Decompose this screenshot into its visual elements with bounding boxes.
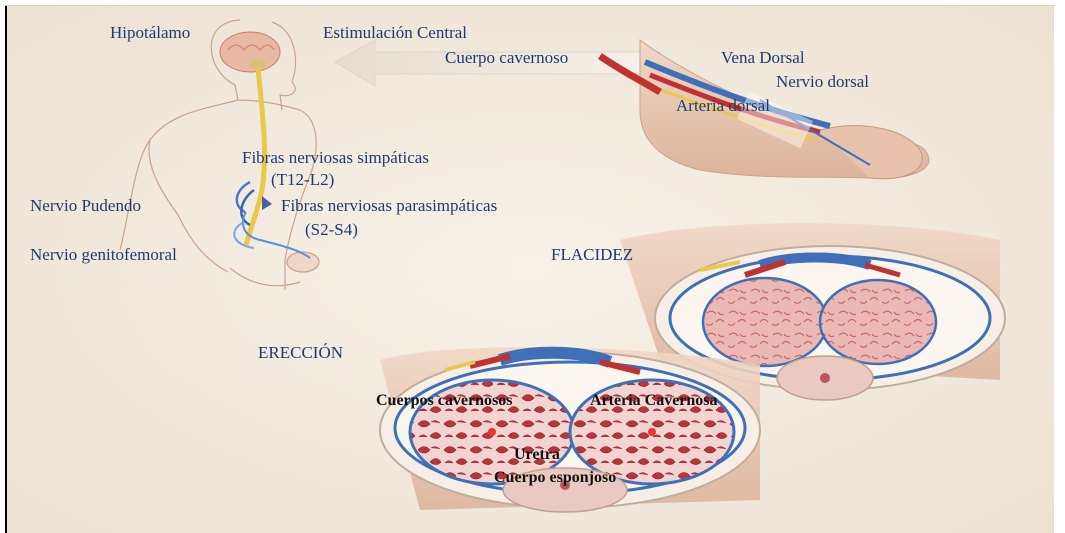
label-arteria-cavernosa: Arteria Cavernosa bbox=[590, 391, 718, 411]
frame-left-line bbox=[5, 5, 7, 533]
label-nervio-pudendo: Nervio Pudendo bbox=[30, 196, 141, 216]
label-t12-l2: (T12-L2) bbox=[271, 170, 334, 190]
label-fibras-simpaticas: Fibras nerviosas simpáticas bbox=[242, 148, 429, 168]
label-ereccion: ERECCIÓN bbox=[258, 343, 343, 363]
label-nervio-genitofemoral: Nervio genitofemoral bbox=[30, 245, 177, 265]
label-vena-dorsal: Vena Dorsal bbox=[721, 48, 805, 68]
label-s2-s4: (S2-S4) bbox=[305, 220, 358, 240]
label-flacidez: FLACIDEZ bbox=[551, 245, 633, 265]
label-estimulacion-central: Estimulación Central bbox=[323, 23, 467, 43]
label-hipotalamo: Hipotálamo bbox=[110, 23, 190, 43]
label-arteria-dorsal: Arteria dorsal bbox=[676, 96, 770, 116]
label-fibras-parasimpaticas: Fibras nerviosas parasimpáticas bbox=[281, 196, 497, 216]
label-uretra: Uretra bbox=[514, 445, 560, 465]
label-cuerpos-cavernosos: Cuerpos cavernosos bbox=[376, 391, 512, 411]
label-cuerpo-esponjoso: Cuerpo esponjoso bbox=[494, 468, 616, 488]
brain-icon bbox=[220, 32, 280, 72]
label-cuerpo-cavernoso: Cuerpo cavernoso bbox=[445, 48, 568, 68]
frame-top-line bbox=[5, 5, 1055, 6]
label-nervio-dorsal: Nervio dorsal bbox=[776, 72, 869, 92]
